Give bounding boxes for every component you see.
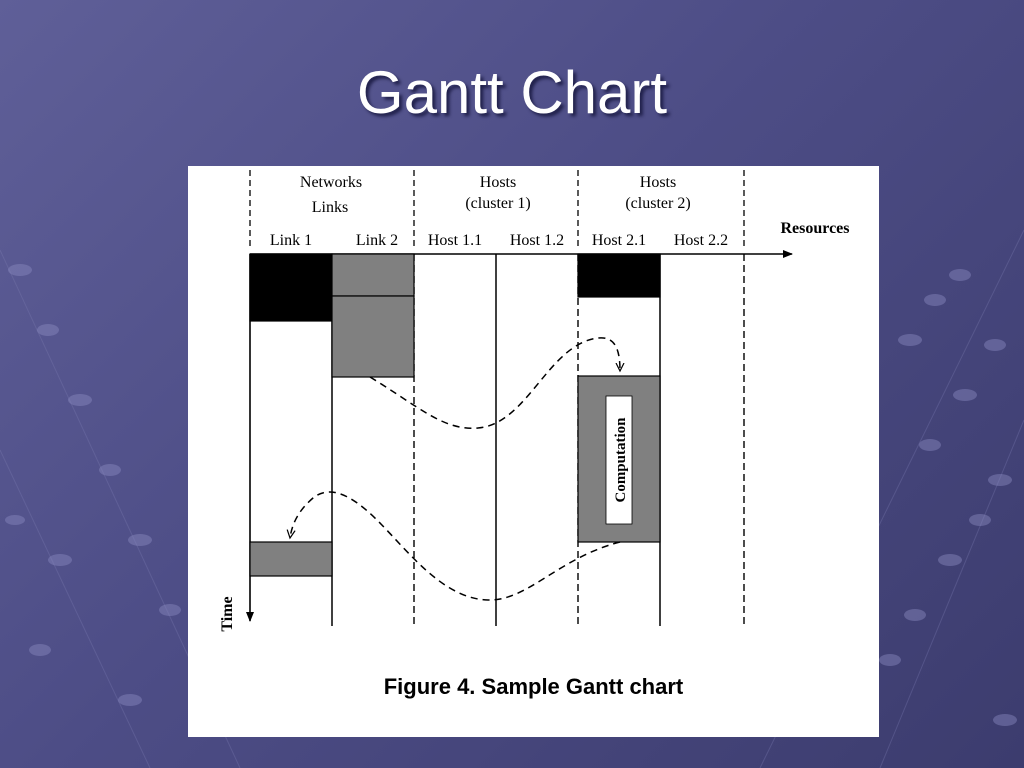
- resource-label-host-2-2: Host 2.2: [674, 232, 728, 249]
- resources-axis-label: Resources: [780, 220, 849, 237]
- group-header-line1: Networks: [300, 174, 362, 191]
- group-separators: [249, 170, 745, 248]
- resource-label-host-1-1: Host 1.1: [428, 232, 482, 249]
- gantt-figure: Networks Links Hosts (cluster 1) Hosts (…: [188, 166, 879, 737]
- resource-label-link-1: Link 1: [270, 232, 312, 249]
- group-header-line2: (cluster 2): [625, 195, 690, 212]
- group-header-line1: Hosts: [480, 174, 516, 191]
- computation-label: Computation: [613, 417, 629, 503]
- computation-label-box: [605, 395, 633, 525]
- task-block-link1-dark: [249, 253, 333, 322]
- slide-title: Gantt Chart: [356, 59, 668, 126]
- task-block-link2-gray-b: [331, 295, 415, 378]
- group-header-line2: (cluster 1): [465, 195, 530, 212]
- group-header-line1: Hosts: [640, 174, 676, 191]
- gantt-diagram: Networks Links Hosts (cluster 1) Hosts (…: [219, 170, 850, 632]
- task-block-link2-gray-a: [331, 253, 415, 297]
- resource-label-link-2: Link 2: [356, 232, 398, 249]
- time-axis-label: Time: [219, 596, 236, 631]
- task-block-link1-gray: [249, 541, 333, 577]
- task-block-host21-dark: [577, 253, 661, 298]
- resource-label-host-1-2: Host 1.2: [510, 232, 564, 249]
- transfer-curve-host21-to-link1: [290, 491, 621, 601]
- group-header-line2: Links: [312, 199, 348, 216]
- figure-caption: Figure 4. Sample Gantt chart: [383, 674, 684, 699]
- transfer-curve-link2-to-host21: [369, 337, 620, 429]
- resource-label-host-2-1: Host 2.1: [592, 232, 646, 249]
- transfer-curves: [290, 337, 621, 601]
